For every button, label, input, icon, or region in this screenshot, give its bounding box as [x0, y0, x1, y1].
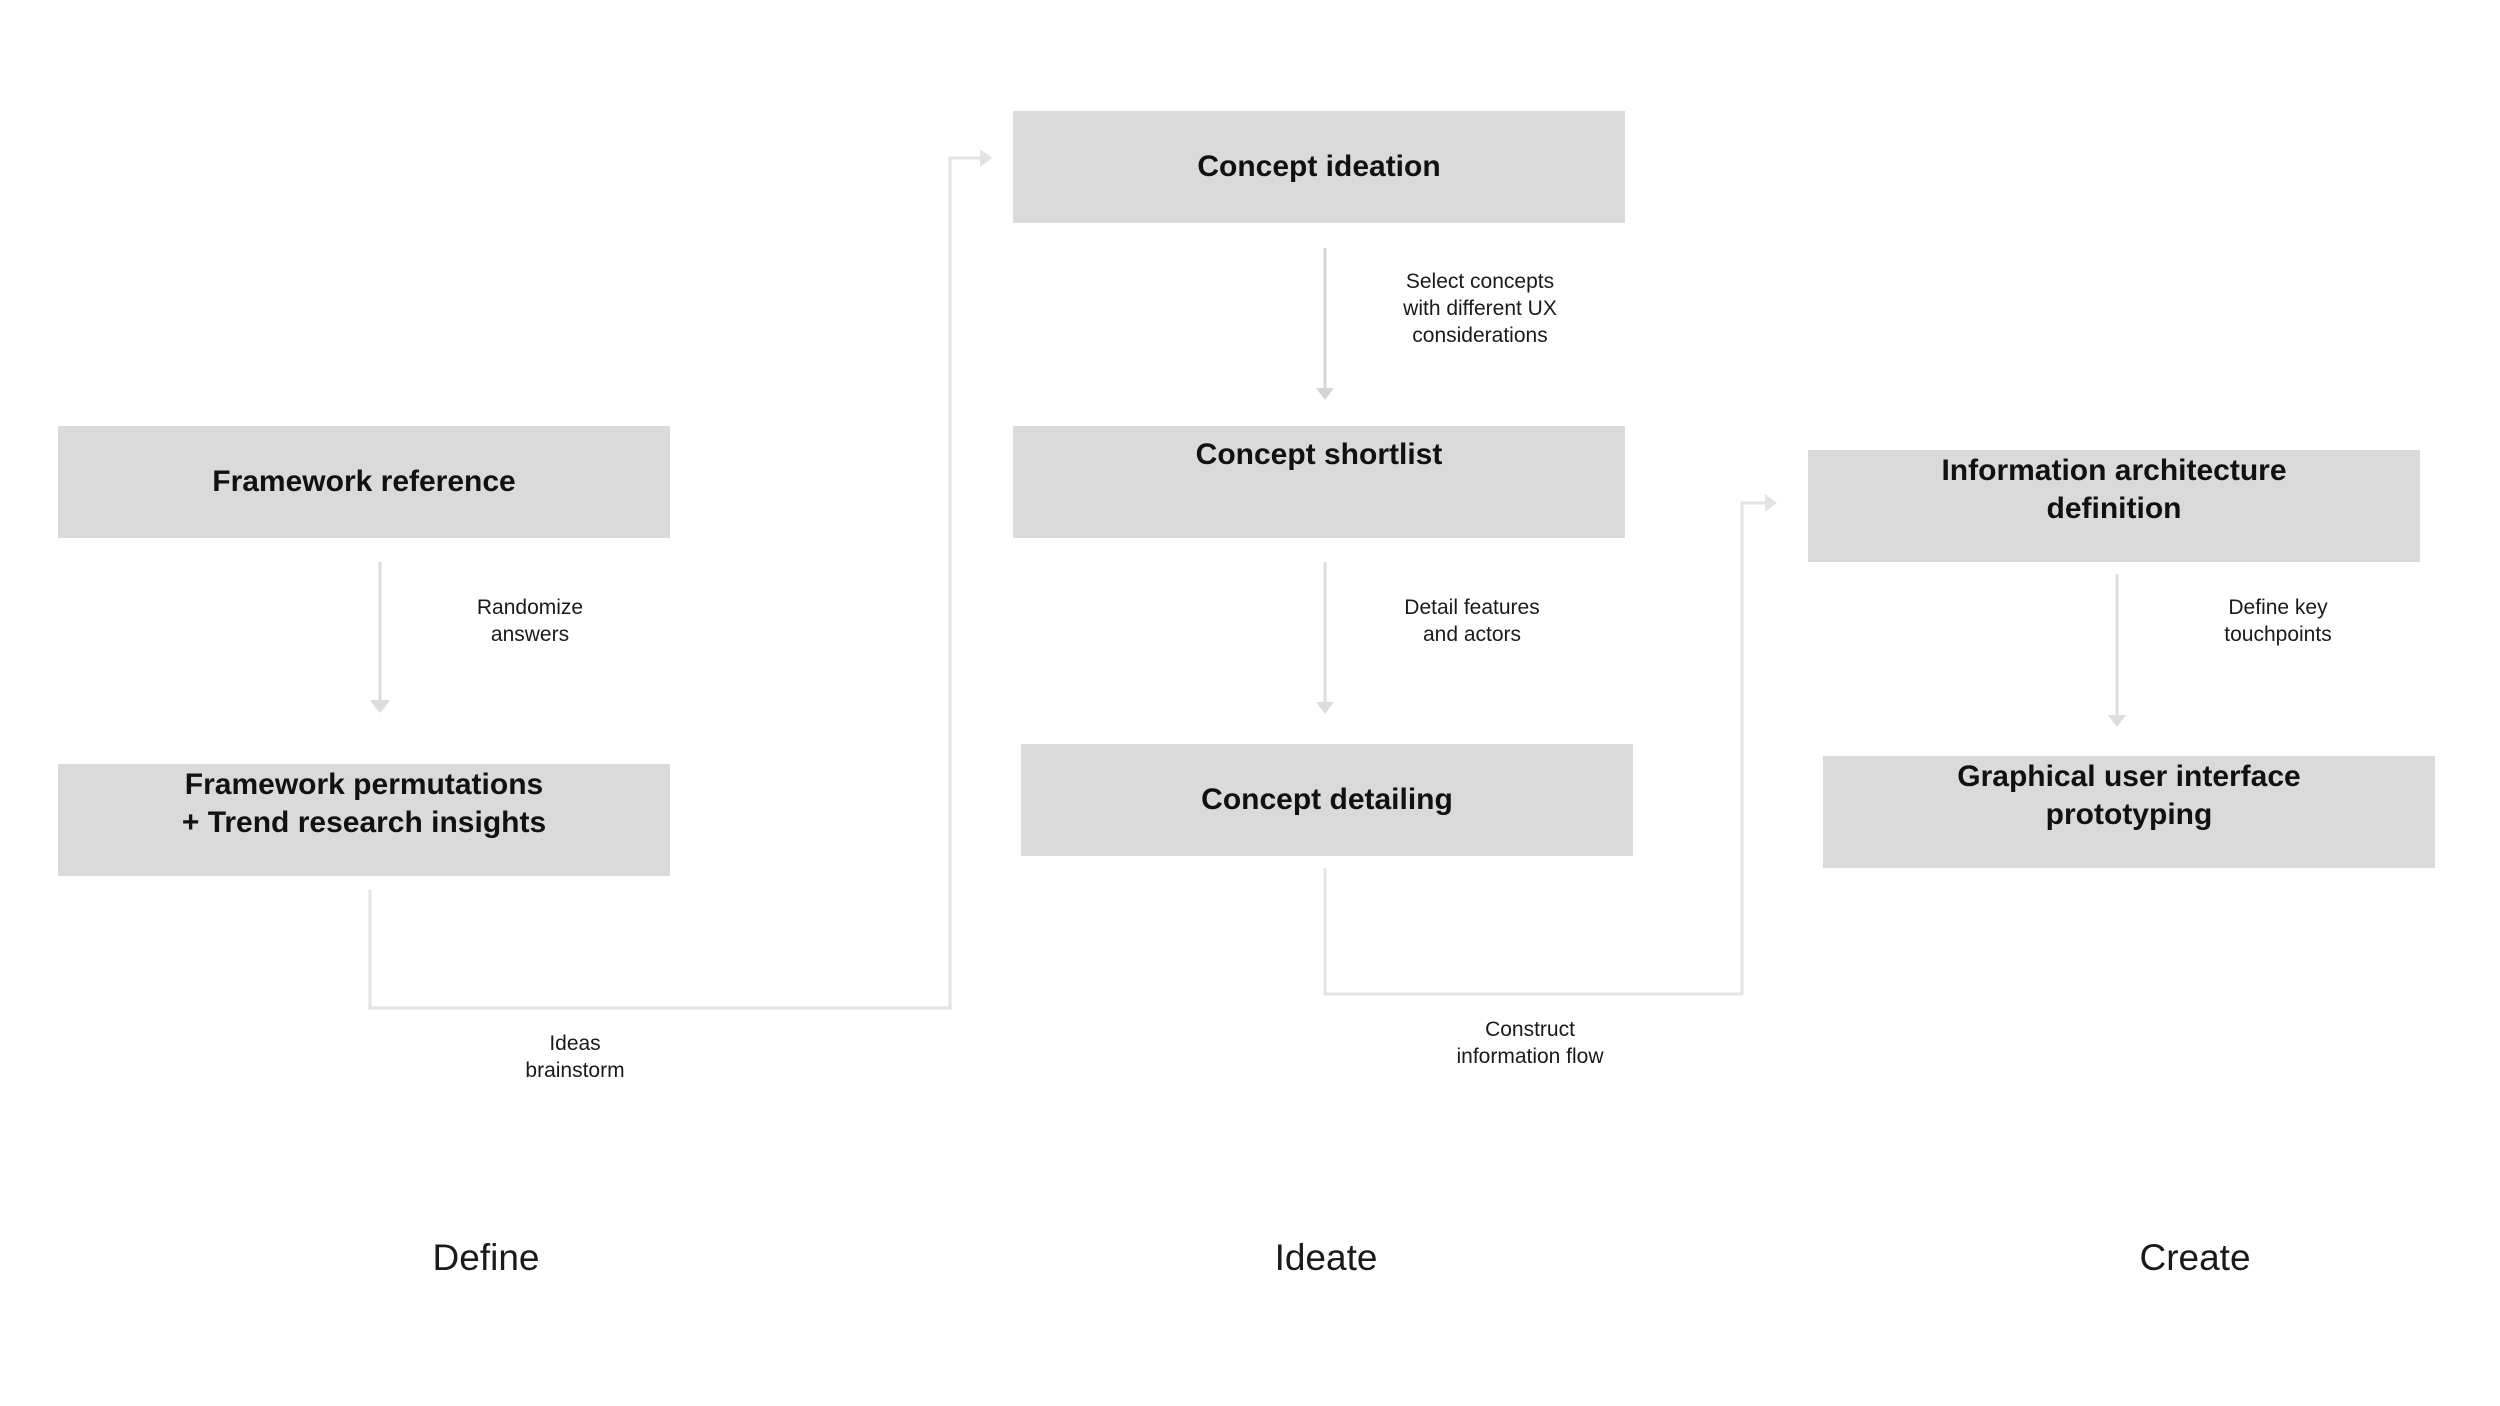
connector-select-concepts	[1316, 248, 1334, 400]
box-gui-prototyping: Graphical user interface prototyping	[1823, 756, 2435, 868]
label-detail-features: Detail features and actors	[1404, 596, 1540, 646]
phase-create: Create	[2139, 1237, 2251, 1278]
label-select-concepts: Select concepts with different UX consid…	[1403, 270, 1557, 347]
box-framework-permutations: Framework permutations + Trend research …	[58, 764, 670, 876]
box-concept-shortlist: Concept shortlist	[1013, 426, 1625, 538]
connector-ideas-brainstorm	[368, 149, 992, 1010]
label-construct-information-flow: Construct information flow	[1456, 1018, 1604, 1068]
connector-define-touchpoints	[2108, 574, 2126, 727]
box-concept-detailing: Concept detailing	[1021, 744, 1633, 856]
label-randomize-answers: Randomize answers	[476, 596, 584, 646]
connector-construct-information-flow	[1323, 494, 1777, 996]
label-ideas-brainstorm: Ideas brainstorm	[525, 1032, 625, 1082]
phase-define: Define	[432, 1237, 540, 1278]
connector-detail-features	[1316, 562, 1334, 714]
connector-randomize-answers	[370, 562, 390, 713]
label-define-touchpoints: Define key touchpoints	[2224, 596, 2332, 646]
box-information-architecture: Information architecture definition	[1808, 450, 2420, 562]
box-concept-ideation: Concept ideation	[1013, 111, 1625, 223]
phase-ideate: Ideate	[1274, 1237, 1378, 1278]
box-framework-reference: Framework reference	[58, 426, 670, 538]
